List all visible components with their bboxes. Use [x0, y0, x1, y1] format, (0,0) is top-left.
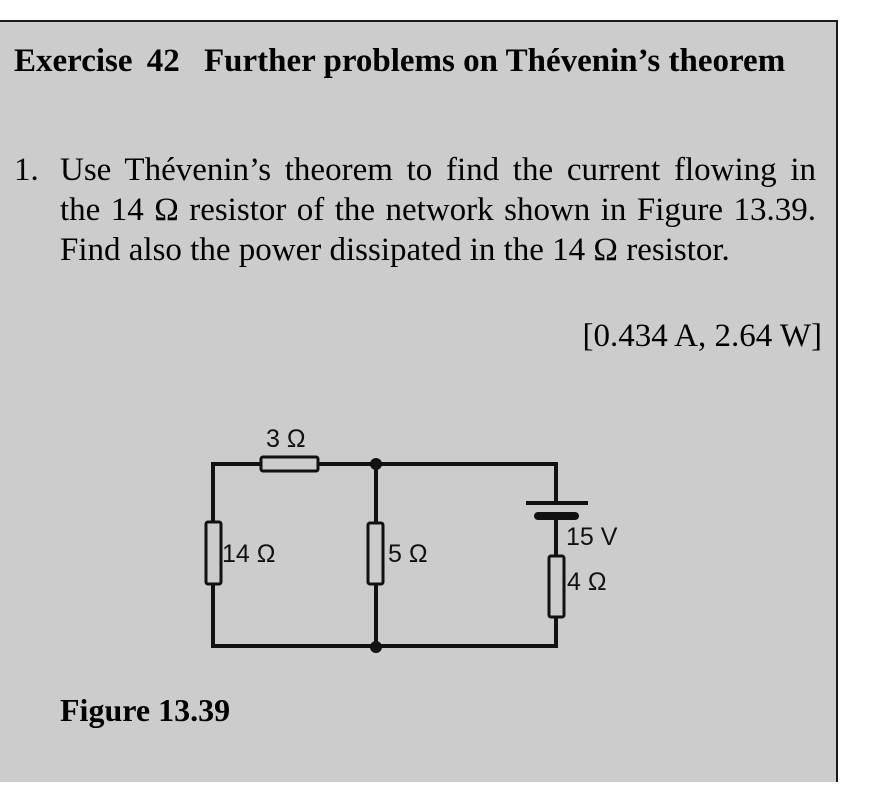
exercise-label: Exercise: [14, 43, 133, 79]
resistor-14-ohm: [204, 520, 223, 586]
resistor-3-ohm: [259, 455, 320, 473]
label-15-volt: 15 V: [566, 523, 618, 551]
label-5-ohm: 5 Ω: [388, 540, 428, 568]
resistor-4-ohm: [547, 554, 566, 619]
problem-item: 1. Use Thévenin’s theorem to find the cu…: [14, 150, 816, 270]
problem-index: 1.: [14, 152, 39, 188]
exercise-title: Further problems on Thévenin’s theorem: [204, 43, 786, 79]
exercise-number: 42: [146, 43, 180, 79]
figure-caption: Figure 13.39: [60, 692, 231, 728]
exercise-heading: Exercise 42 Further problems on Thévenin…: [14, 40, 816, 82]
resistor-5-ohm: [366, 521, 385, 586]
battery-icon: [526, 501, 588, 520]
junction-top: [370, 458, 382, 470]
junction-bottom: [370, 641, 382, 653]
label-14-ohm: 14 Ω: [222, 540, 275, 568]
problem-answer: [0.434 A, 2.64 W]: [582, 318, 822, 354]
label-3-ohm: 3 Ω: [266, 425, 306, 453]
label-4-ohm: 4 Ω: [567, 568, 607, 596]
problem-text: Use Thévenin’s theorem to find the curre…: [60, 152, 816, 268]
exercise-panel: [0, 20, 838, 782]
